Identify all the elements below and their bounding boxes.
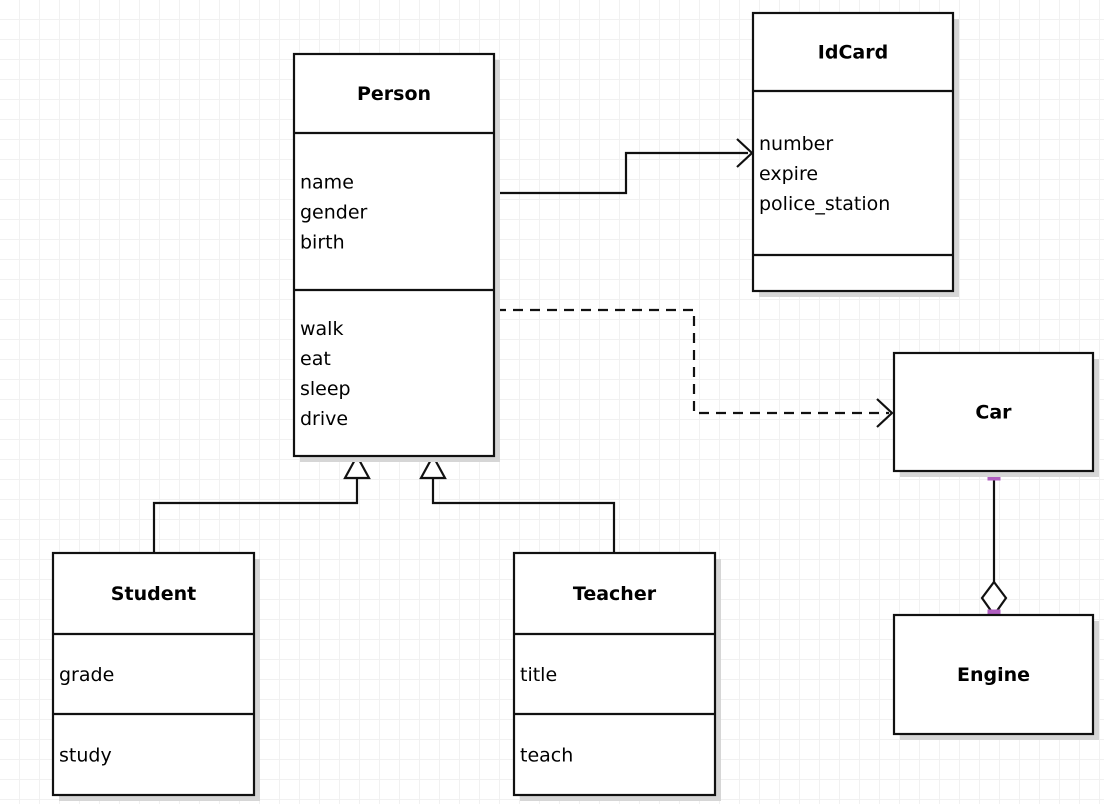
class-operation-label: sleep [300,378,351,400]
class-attribute-label: gender [300,202,368,224]
relationship-car-engine[interactable] [980,467,1008,623]
class-attribute-label: birth [300,232,345,254]
class-name-label: Engine [957,664,1030,686]
class-box-engine[interactable]: Engine [892,613,1099,740]
class-operation-label: walk [300,318,343,340]
relationship-line-person-car[interactable] [496,308,889,415]
relationship-line-student-person[interactable] [152,475,359,553]
class-name-label: Person [357,83,431,105]
class-attribute-label: grade [59,664,114,686]
class-box-frame[interactable] [892,351,1095,473]
class-box-frame[interactable] [51,551,256,797]
class-box-idcard[interactable]: IdCard number expire police_station [751,11,959,297]
open-arrowhead-icon [876,398,894,428]
class-operation-label: drive [300,408,348,430]
relationship-teacher-person[interactable] [419,453,616,553]
class-box-frame[interactable] [292,52,496,458]
relationship-line-teacher-person[interactable] [431,475,616,553]
class-operation-label: study [59,745,112,767]
relationship-person-car[interactable] [496,308,894,428]
relationship-person-idcard[interactable] [494,138,754,195]
class-box-frame[interactable] [751,11,955,293]
class-box-frame[interactable] [512,551,717,797]
class-layer: Person name gender birth walk eat sleep drive Id… [51,11,1099,801]
relationship-student-person[interactable] [152,453,371,553]
class-name-label: Car [975,402,1012,424]
class-attribute-label: name [300,172,354,194]
class-name-label: IdCard [818,42,888,64]
inheritance-triangle-icon [343,453,371,480]
class-attribute-label: police_station [759,193,890,215]
class-box-student[interactable]: Student grade study [51,551,260,801]
class-operation-label: teach [520,745,573,767]
class-attribute-label: number [759,133,833,155]
class-box-teacher[interactable]: Teacher title teach [512,551,721,801]
class-attribute-label: expire [759,163,818,185]
class-name-label: Teacher [573,583,657,605]
class-operation-label: eat [300,348,331,370]
class-box-frame[interactable] [892,613,1095,736]
relationship-line-person-idcard[interactable] [494,151,748,195]
class-name-label: Student [111,583,196,605]
class-box-car[interactable]: Car [892,351,1099,477]
class-attribute-label: title [520,664,557,686]
class-box-person[interactable]: Person name gender birth walk eat sleep drive [292,52,500,462]
inheritance-triangle-icon [419,453,447,480]
